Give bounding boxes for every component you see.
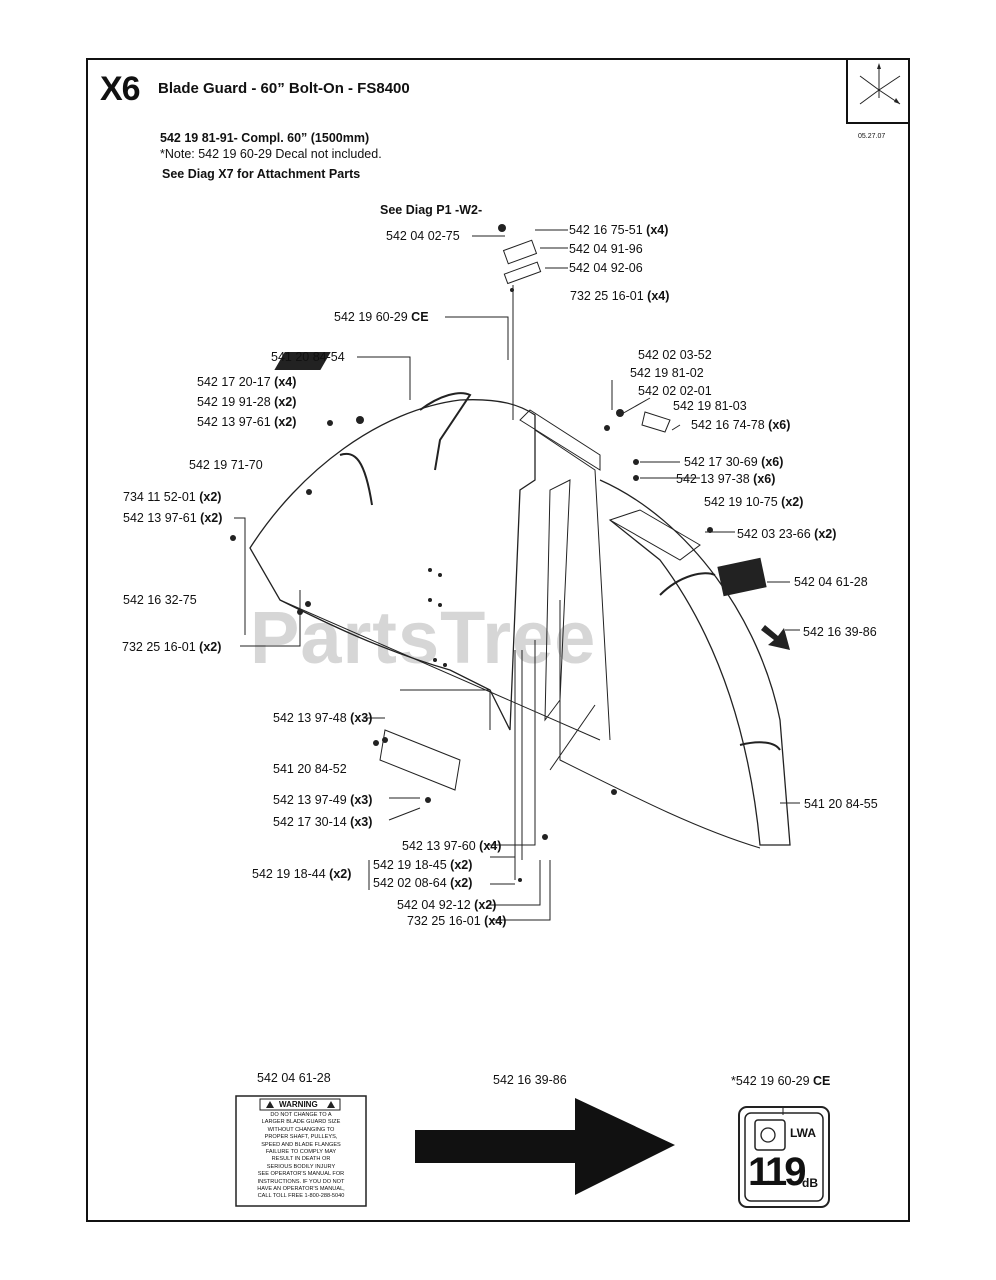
part-label: 541 20 84-55 (804, 797, 878, 811)
warning-decal-icon (235, 1095, 367, 1207)
part-label: 732 25 16-01 (x4) (570, 289, 670, 303)
part-label: 542 13 97-49 (x3) (273, 793, 373, 807)
noise-decal-part: *542 19 60-29 CE (731, 1074, 831, 1088)
attachment-reference: See Diag X7 for Attachment Parts (162, 167, 361, 181)
part-label: 542 19 18-45 (x2) (373, 858, 473, 872)
part-label: 542 19 91-28 (x2) (197, 395, 297, 409)
part-label: 542 02 03-52 (638, 348, 712, 362)
diagram-title: Blade Guard - 60” Bolt-On - FS8400 (158, 80, 410, 97)
part-label: 542 13 97-61 (x2) (123, 511, 223, 525)
part-label: 541 20 84-54 (271, 350, 345, 364)
assembly-note: 542 19 81-91- Compl. 60” (1500mm) (160, 131, 370, 145)
part-label: 542 19 71-70 (189, 458, 263, 472)
part-label: 732 25 16-01 (x4) (407, 914, 507, 928)
part-label: 542 04 91-96 (569, 242, 643, 256)
watermark: PartsTree (250, 596, 597, 679)
noise-level-decal-icon (738, 1106, 830, 1208)
part-label: 542 13 97-61 (x2) (197, 415, 297, 429)
part-label: 542 16 39-86 (803, 625, 877, 639)
arrow-decal-small (761, 625, 790, 650)
part-label: 542 17 30-69 (x6) (684, 455, 784, 469)
arrow-decal-part: 542 16 39-86 (493, 1073, 567, 1087)
part-label: 542 16 74-78 (x6) (691, 418, 791, 432)
part-label: 542 13 97-48 (x3) (273, 711, 373, 725)
noise-db: dB (802, 1176, 818, 1190)
document-date: 05.27.07 (858, 133, 886, 140)
part-label: 542 13 97-38 (x6) (676, 472, 776, 486)
part-label: 542 19 10-75 (x2) (704, 495, 804, 509)
part-label: 542 19 18-44 (x2) (252, 867, 352, 881)
decal-patch-top (274, 352, 331, 370)
part-label: 542 03 23-66 (x2) (737, 527, 837, 541)
part-label: 542 17 20-17 (x4) (197, 375, 297, 389)
warning-decal-title: WARNING (279, 1100, 318, 1109)
part-label: 541 20 84-52 (273, 762, 347, 776)
part-label: 542 19 81-03 (673, 399, 747, 413)
part-label: 542 02 08-64 (x2) (373, 876, 473, 890)
part-label: 542 04 92-06 (569, 261, 643, 275)
part-label: 732 25 16-01 (x2) (122, 640, 222, 654)
arrow-decal-icon (415, 1098, 675, 1195)
part-label: 734 11 52-01 (x2) (123, 490, 222, 504)
orientation-compass-icon (846, 58, 910, 124)
diagram-code: X6 (100, 70, 141, 108)
part-label: 542 02 02-01 (638, 384, 712, 398)
warning-decal-part: 542 04 61-28 (257, 1071, 331, 1085)
part-label: 542 04 92-12 (x2) (397, 898, 497, 912)
part-label: 542 13 97-60 (x4) (402, 839, 502, 853)
part-label: 542 04 02-75 (386, 229, 460, 243)
noise-value: 119 (748, 1150, 807, 1194)
part-label: 542 04 61-28 (794, 575, 868, 589)
warning-decal-text: DO NOT CHANGE TO A LARGER BLADE GUARD SI… (257, 1112, 345, 1200)
page-frame (86, 58, 910, 1222)
part-label: 542 16 32-75 (123, 593, 197, 607)
part-label: 542 17 30-14 (x3) (273, 815, 373, 829)
top-reference: See Diag P1 -W2- (380, 203, 483, 217)
part-label: 542 19 81-02 (630, 366, 704, 380)
noise-unit: LWA (790, 1126, 816, 1140)
part-label: 542 19 60-29 CE (334, 310, 429, 324)
part-label: 542 16 75-51 (x4) (569, 223, 669, 237)
decal-note: *Note: 542 19 60-29 Decal not included. (160, 147, 382, 161)
decal-patch-side (717, 557, 767, 597)
